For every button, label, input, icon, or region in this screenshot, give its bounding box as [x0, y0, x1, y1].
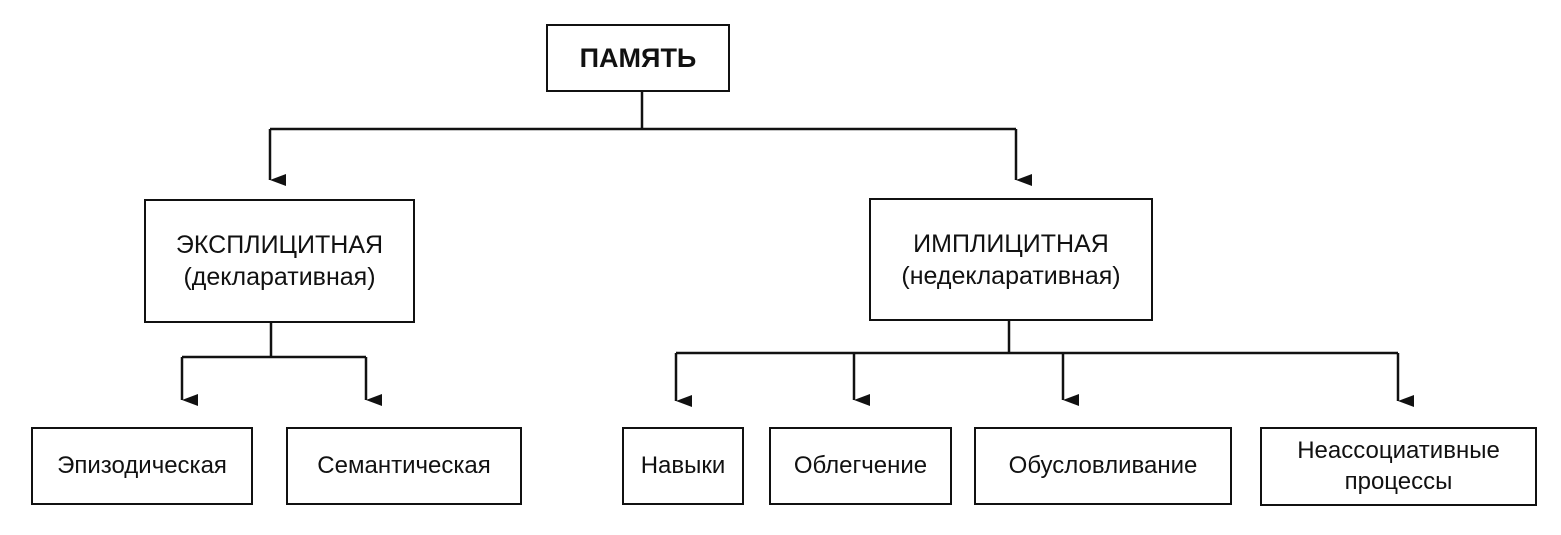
- conditioning-label: Обусловливание: [1008, 451, 1198, 479]
- priming-label: Облегчение: [793, 451, 928, 479]
- implicit-memory-title: ИМПЛИЦИТНАЯ: [913, 229, 1109, 258]
- episodic-memory-node: Эпизодическая: [31, 427, 253, 505]
- semantic-memory-label: Семантическая: [317, 451, 491, 479]
- nonassociative-processes-node: Неассоциативные процессы: [1260, 427, 1537, 506]
- priming-node: Облегчение: [769, 427, 952, 505]
- skills-label: Навыки: [640, 451, 726, 479]
- implicit-memory-node: ИМПЛИЦИТНАЯ (недекларативная): [869, 198, 1153, 321]
- implicit-memory-subtitle: (недекларативная): [901, 261, 1121, 290]
- memory-root-node: ПАМЯТЬ: [546, 24, 730, 92]
- nonassociative-line2: процессы: [1344, 467, 1453, 495]
- conditioning-node: Обусловливание: [974, 427, 1232, 505]
- episodic-memory-label: Эпизодическая: [57, 451, 227, 479]
- explicit-memory-subtitle: (декларативная): [183, 263, 376, 291]
- semantic-memory-node: Семантическая: [286, 427, 522, 505]
- explicit-memory-title: ЭКСПЛИЦИТНАЯ: [175, 231, 384, 259]
- nonassociative-line1: Неассоциативные: [1297, 436, 1500, 464]
- memory-root-label: ПАМЯТЬ: [579, 42, 697, 73]
- skills-node: Навыки: [622, 427, 744, 505]
- explicit-memory-node: ЭКСПЛИЦИТНАЯ (декларативная): [144, 199, 415, 323]
